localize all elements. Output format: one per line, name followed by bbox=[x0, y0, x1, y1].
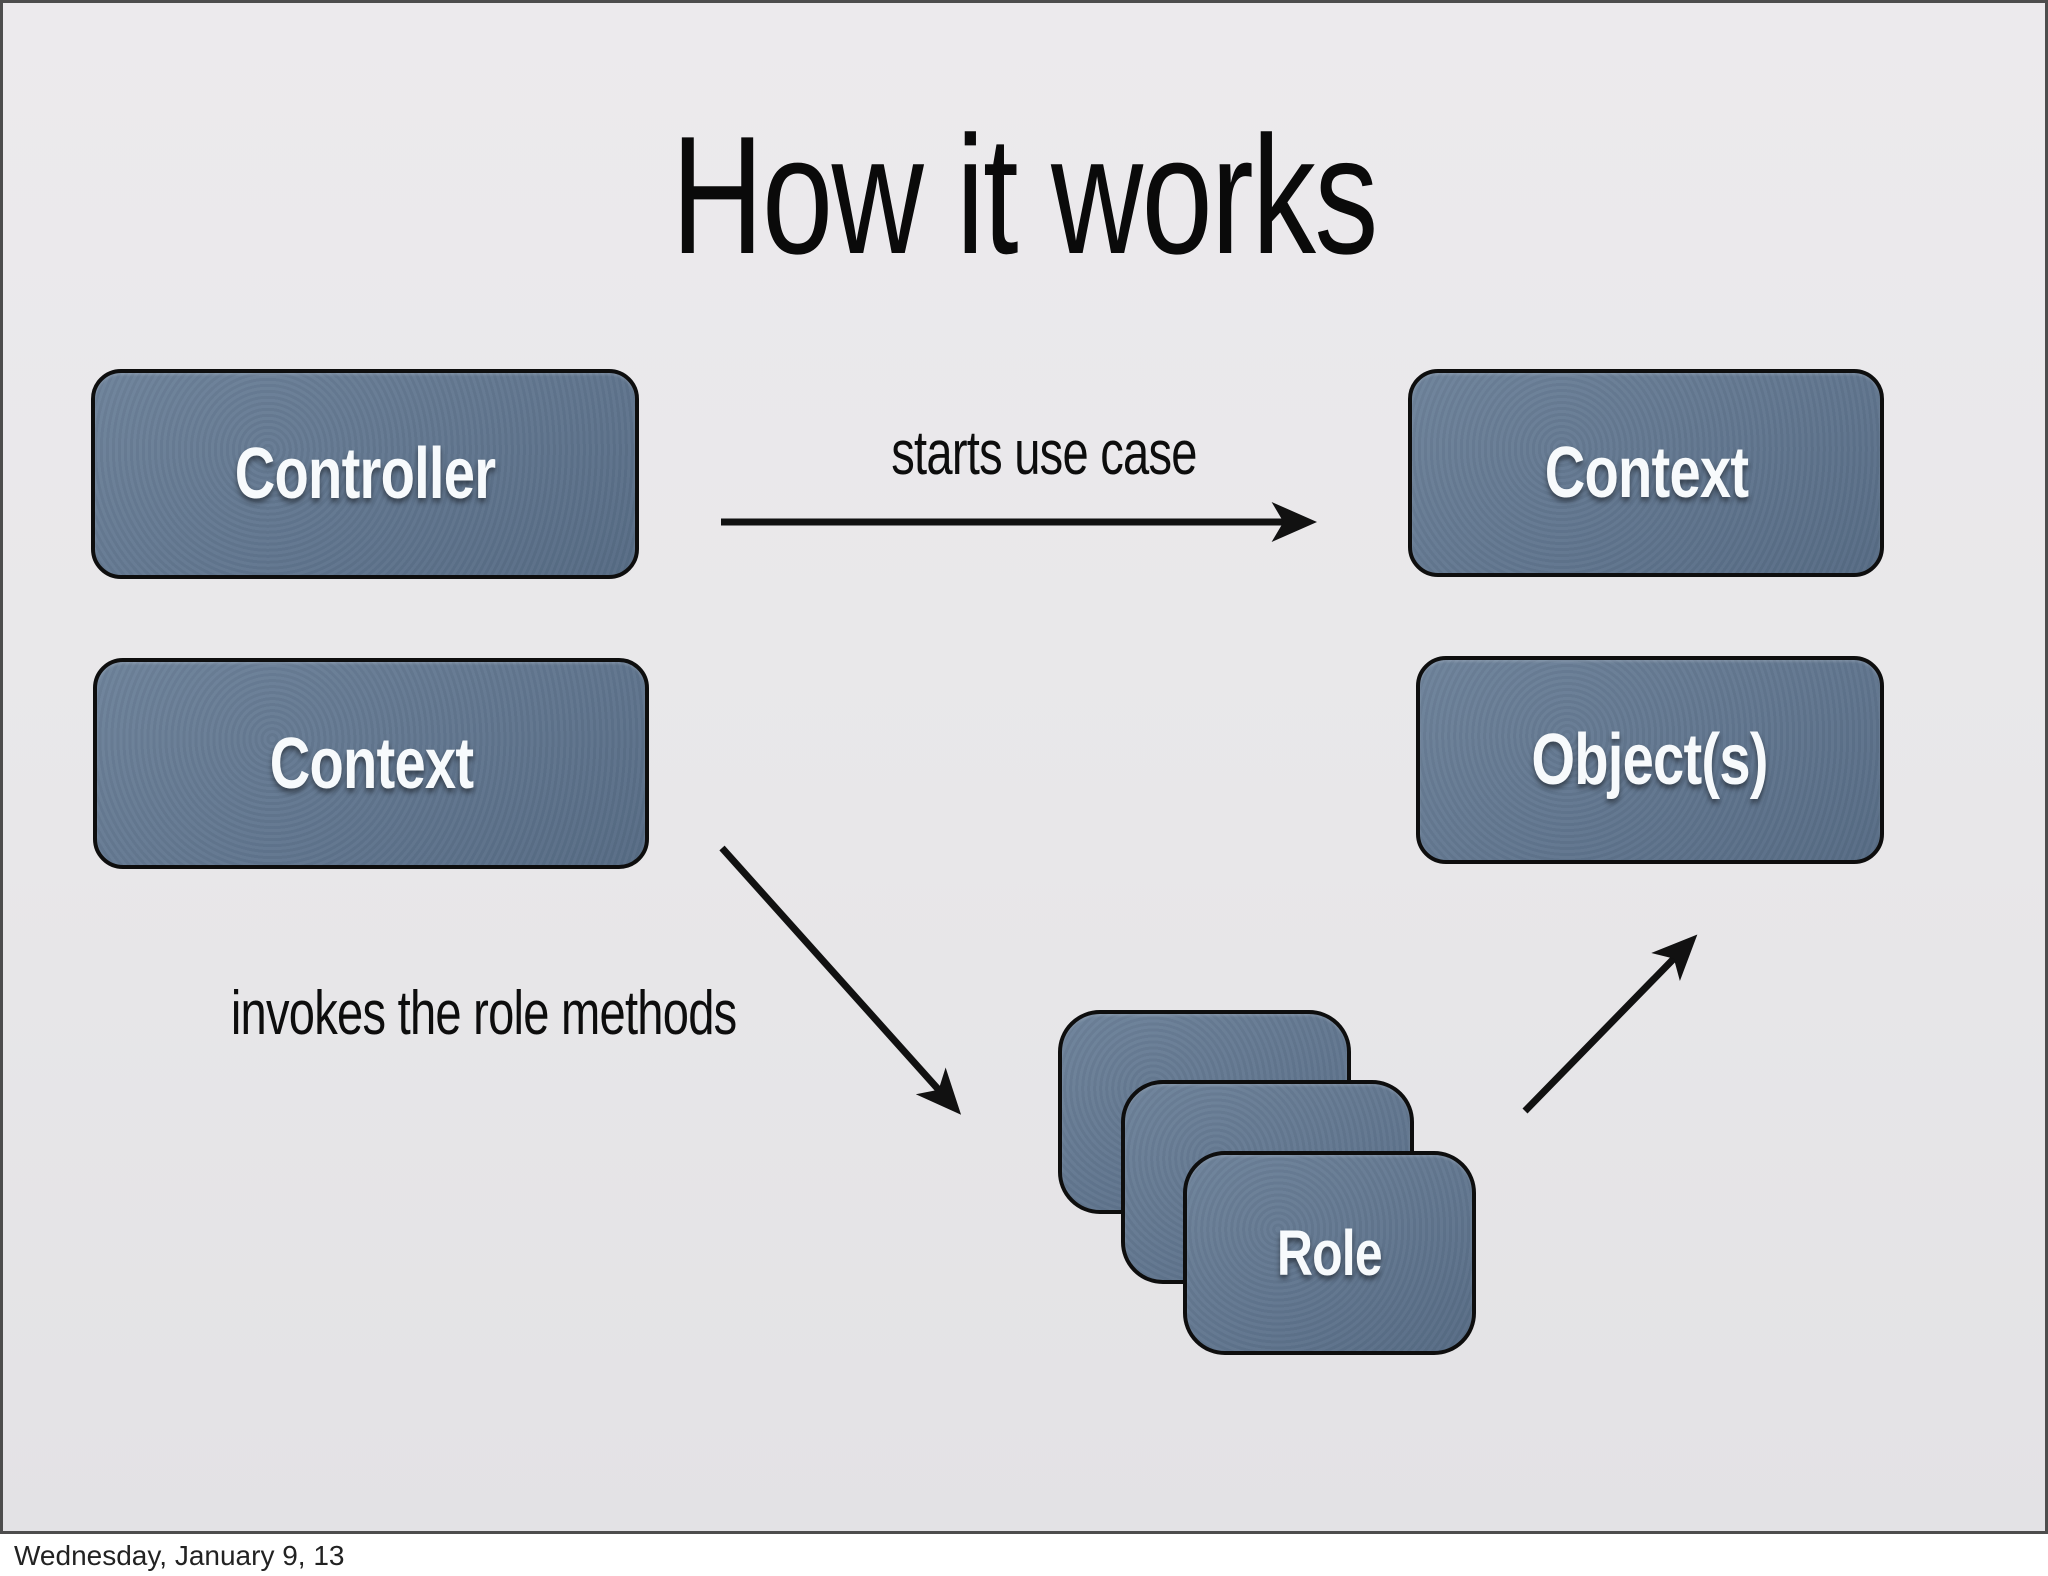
objects-box-label: Object(s) bbox=[1531, 720, 1769, 800]
context-left-box-label: Context bbox=[269, 723, 473, 804]
controller-box: Controller bbox=[91, 369, 639, 579]
context-top-box: Context bbox=[1408, 369, 1884, 577]
slide-date: Wednesday, January 9, 13 bbox=[14, 1540, 345, 1571]
controller-box-label: Controller bbox=[234, 434, 496, 514]
role-box-front: Role bbox=[1183, 1151, 1476, 1355]
presentation-slide: How it works Controller Context Context … bbox=[0, 0, 2048, 1534]
context-left-box: Context bbox=[93, 658, 649, 869]
invokes-role-methods-label: invokes the role methods bbox=[230, 979, 737, 1048]
role-to-objects-arrow bbox=[1522, 934, 1698, 1114]
slide-title: How it works bbox=[3, 99, 2045, 292]
context-top-box-label: Context bbox=[1544, 433, 1748, 513]
objects-box: Object(s) bbox=[1416, 656, 1884, 864]
slide-title-text: How it works bbox=[671, 101, 1378, 289]
role-box-front-label: Role bbox=[1276, 1217, 1383, 1289]
starts-use-case-label: starts use case bbox=[891, 419, 1197, 488]
